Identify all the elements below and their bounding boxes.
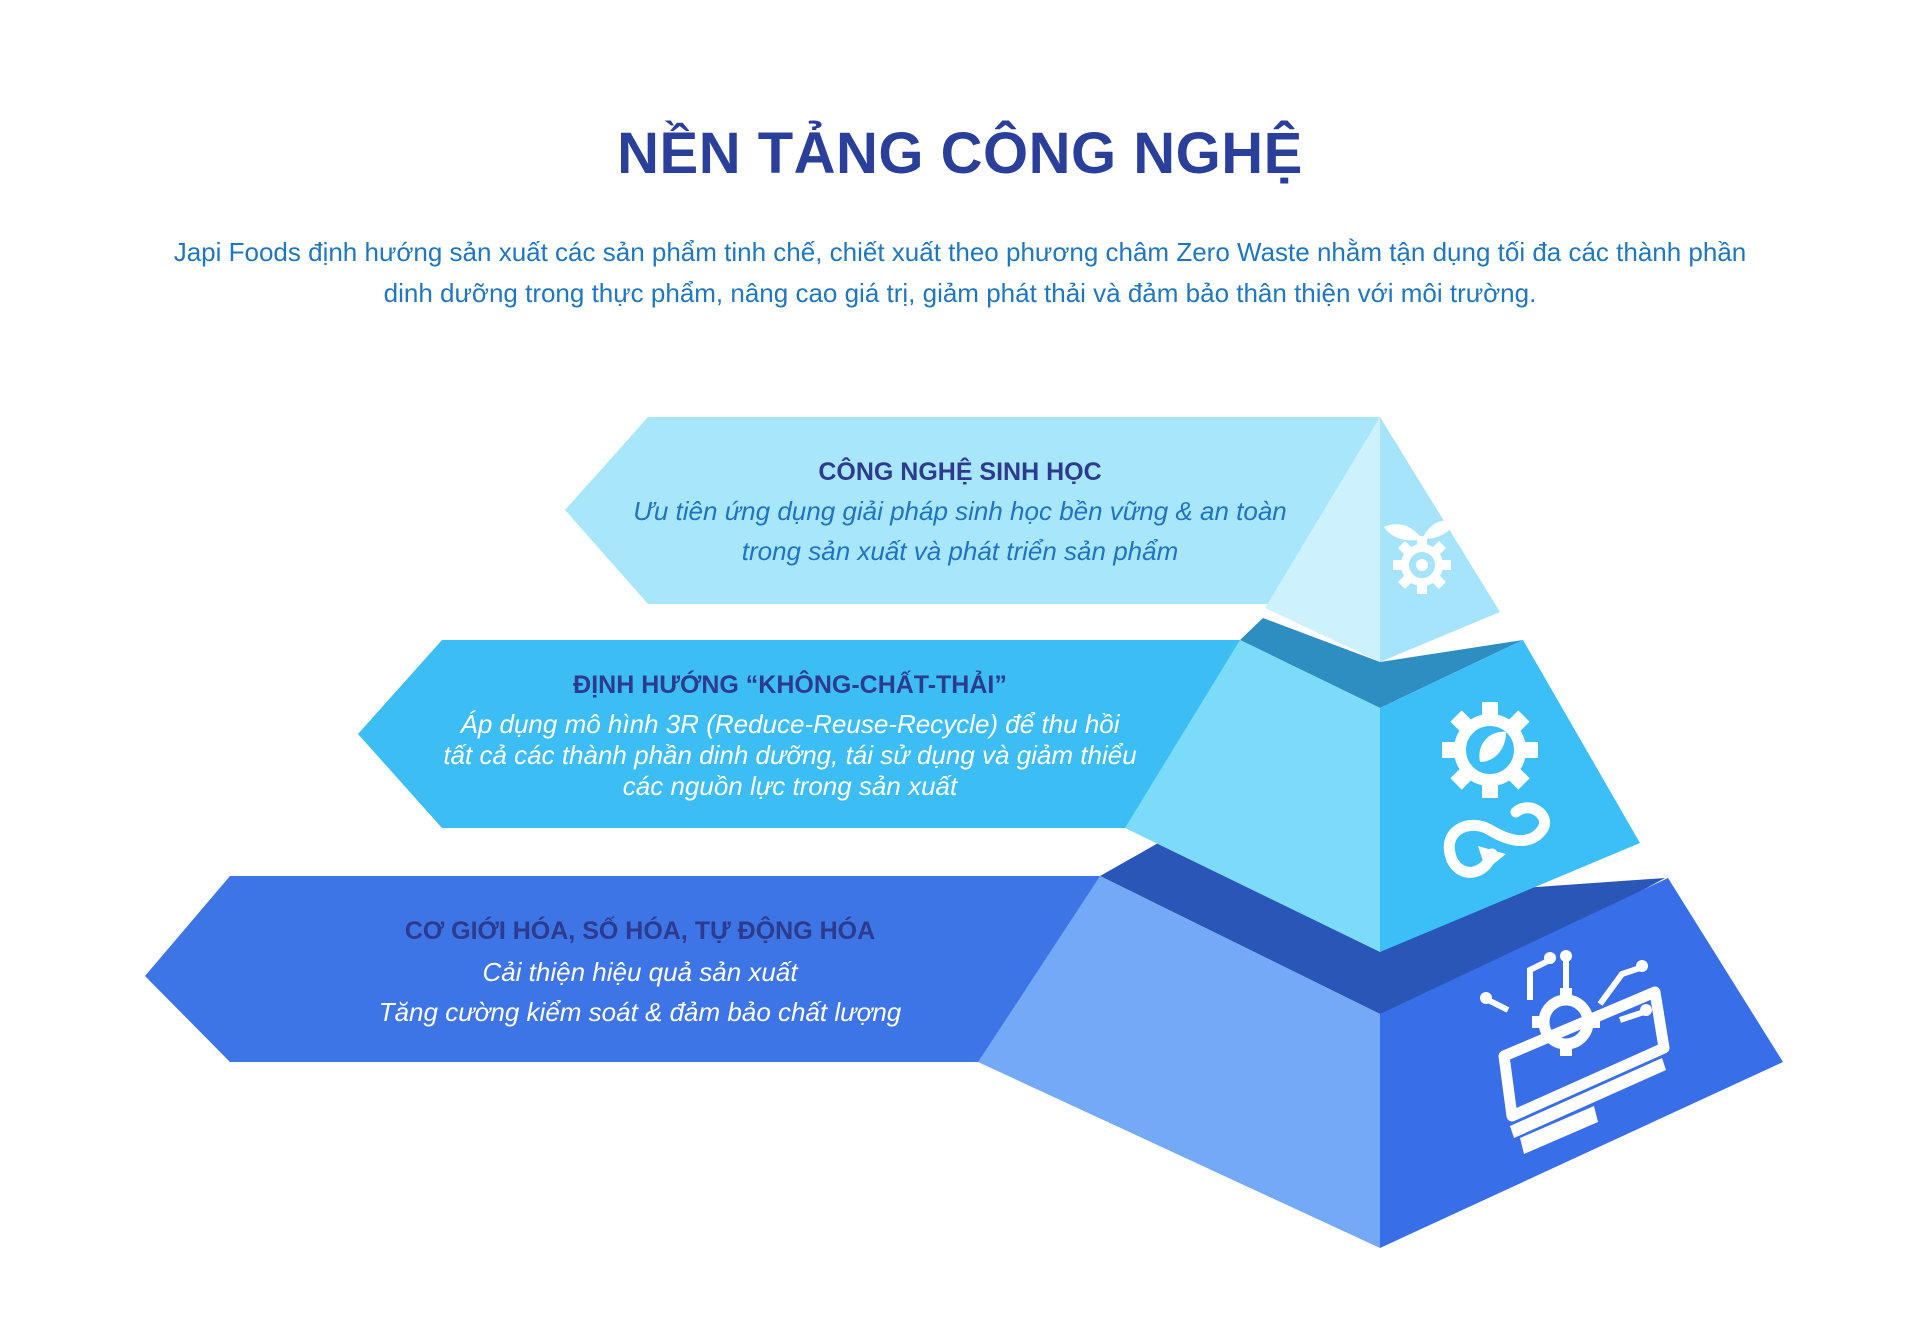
tier-1-arrow-banner — [565, 417, 1380, 604]
tier-2 — [358, 618, 1640, 952]
tier-1-desc-line-1: Ưu tiên ứng dụng giải pháp sinh học bền … — [633, 496, 1287, 526]
intro-text: Japi Foods định hướng sản xuất các sản p… — [140, 232, 1780, 314]
tier-2-desc-line-3: các nguồn lực trong sản xuất — [623, 771, 959, 801]
tier-2-desc-line-2: tất cả các thành phần dinh dưỡng, tái sử… — [443, 740, 1136, 770]
tier-1-text: CÔNG NGHỆ SINH HỌC Ưu tiên ứng dụng giải… — [633, 456, 1287, 566]
tier-3 — [145, 842, 1783, 1248]
tier-1-title: CÔNG NGHỆ SINH HỌC — [818, 456, 1101, 486]
tier-3-title: CƠ GIỚI HÓA, SỐ HÓA, TỰ ĐỘNG HÓA — [405, 915, 875, 945]
tier-2-arrow-banner — [358, 640, 1240, 828]
intro-line-2: dinh dưỡng trong thực phẩm, nâng cao giá… — [383, 278, 1537, 308]
intro-line-1: Japi Foods định hướng sản xuất các sản p… — [173, 237, 1747, 267]
tier-2-text: ĐỊNH HƯỚNG “KHÔNG-CHẤT-THẢI” Áp dụng mô … — [443, 669, 1136, 801]
tier-2-desc-line-1: Áp dụng mô hình 3R (Reduce-Reuse-Recycle… — [458, 709, 1120, 739]
tier-3-arrow-banner — [145, 876, 1100, 1062]
monitor-gear-circuit-icon — [1480, 950, 1670, 1154]
bio-gear-leaf-icon — [1384, 520, 1454, 594]
tier-1 — [565, 417, 1500, 662]
tier-1-pyramid-face-right — [1380, 417, 1500, 662]
gear-recycle-arrow-icon — [1442, 702, 1550, 878]
tier-1-desc-line-2: trong sản xuất và phát triển sản phẩm — [742, 536, 1179, 566]
tier-2-title: ĐỊNH HƯỚNG “KHÔNG-CHẤT-THẢI” — [573, 669, 1007, 699]
tier-3-desc-line-2: Tăng cường kiểm soát & đảm bảo chất lượn… — [379, 997, 902, 1027]
tier-2-pyramid-face-right — [1380, 640, 1640, 952]
tier-3-desc-line-1: Cải thiện hiệu quả sản xuất — [482, 957, 799, 987]
tier-3-pyramid-face-left — [978, 876, 1380, 1248]
tier-2-pyramid-face-left — [1125, 640, 1380, 952]
page-title: NỀN TẢNG CÔNG NGHỆ — [617, 121, 1303, 186]
tier-2-top-band — [1240, 618, 1523, 708]
tier-3-text: CƠ GIỚI HÓA, SỐ HÓA, TỰ ĐỘNG HÓA Cải thi… — [379, 915, 902, 1027]
tier-1-pyramid-face-left — [1265, 417, 1380, 662]
tier-3-pyramid-face-right — [1380, 878, 1783, 1248]
